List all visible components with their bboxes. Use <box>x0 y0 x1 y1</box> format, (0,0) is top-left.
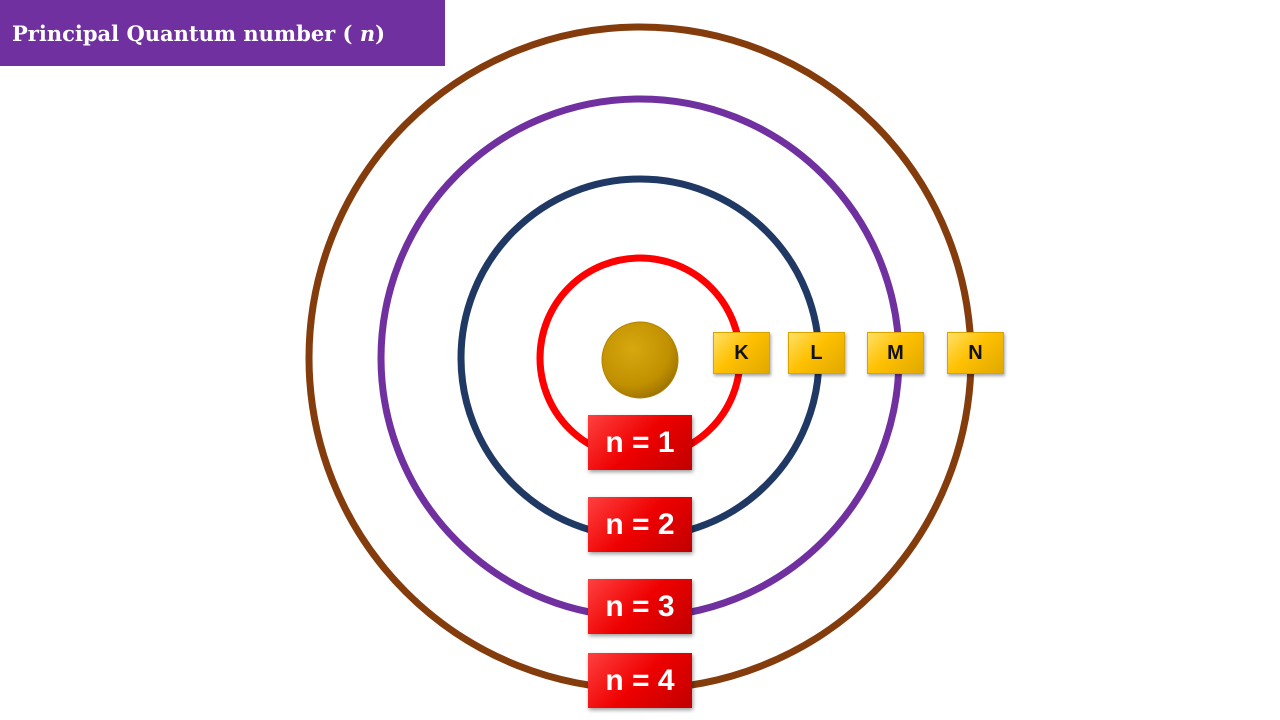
shell-label-m: M <box>867 332 924 374</box>
shell-label-n: N <box>947 332 1004 374</box>
title-variable: n <box>359 20 376 46</box>
n-label-2: n = 2 <box>588 497 692 552</box>
title-text: Principal Quantum number ( <box>12 20 353 46</box>
nucleus <box>601 321 679 399</box>
shell-label-l: L <box>788 332 845 374</box>
diagram-title: Principal Quantum number ( n) <box>0 0 445 66</box>
n-label-1: n = 1 <box>588 415 692 470</box>
n-label-4: n = 4 <box>588 653 692 708</box>
shell-label-k: K <box>713 332 770 374</box>
n-label-3: n = 3 <box>588 579 692 634</box>
title-suffix: ) <box>375 20 386 46</box>
